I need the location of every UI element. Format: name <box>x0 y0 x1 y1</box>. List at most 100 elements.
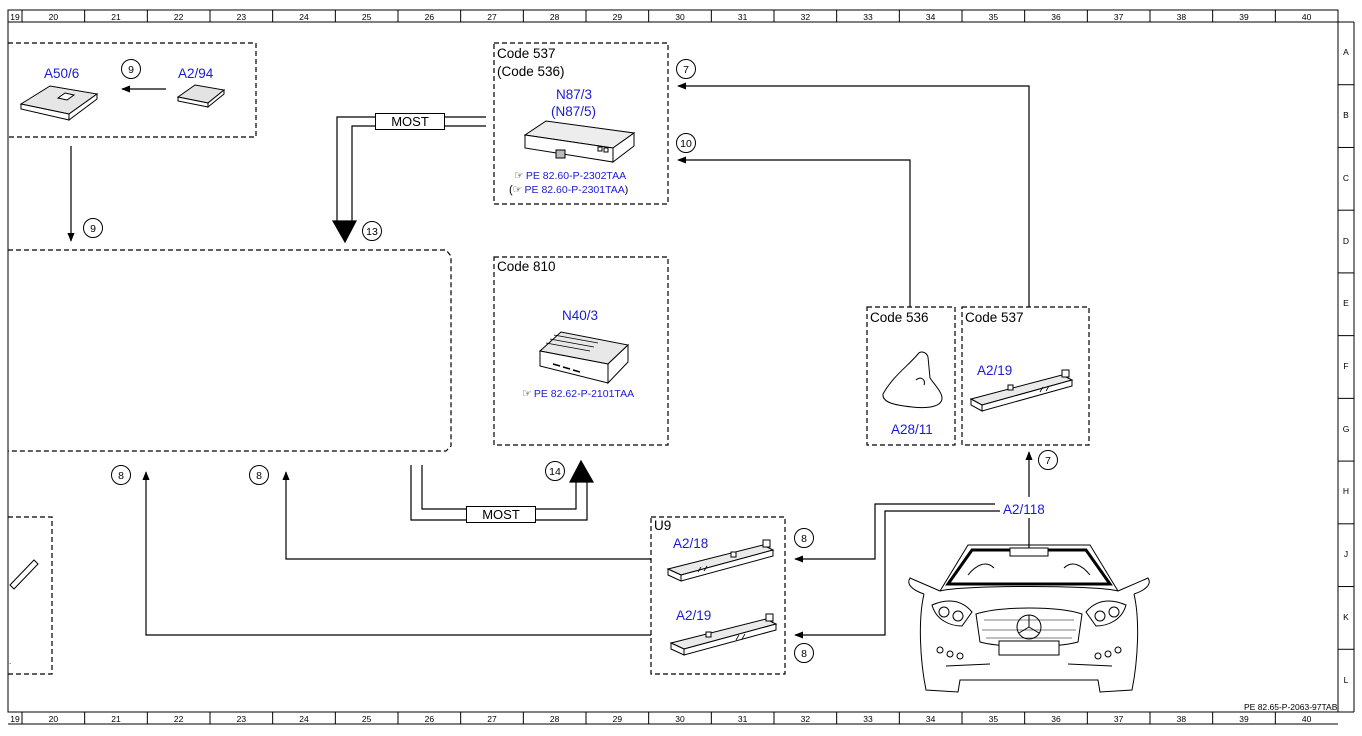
column-number: 38 <box>1176 714 1187 724</box>
column-number: 24 <box>299 714 309 724</box>
control-unit-icon <box>19 85 99 121</box>
antenna-amplifier-icon <box>666 539 775 582</box>
box-bottom-left <box>8 516 53 675</box>
callout-8: 8 <box>249 465 269 485</box>
column-number: 36 <box>1051 714 1061 724</box>
column-number: 32 <box>800 12 811 22</box>
row-letter: H <box>1342 486 1350 497</box>
frame <box>7 9 1355 725</box>
column-ticks <box>21 10 1276 724</box>
line-a2118-to-u9-a219 <box>794 510 1000 639</box>
column-number: 32 <box>800 714 811 724</box>
line-a2118-to-a218 <box>794 503 995 563</box>
line-u9-a219-out <box>142 471 651 636</box>
row-letter: G <box>1342 423 1350 434</box>
document-reference: PE 82.65-P-2063-97TAB <box>1244 702 1338 712</box>
column-number: 40 <box>1301 12 1312 22</box>
column-number: 39 <box>1239 714 1249 724</box>
most-bus-top <box>331 116 486 244</box>
callout-8: 8 <box>794 643 814 663</box>
row-letter: A <box>1343 47 1349 58</box>
car-front-icon <box>908 544 1150 693</box>
row-letter: C <box>1342 172 1350 183</box>
column-number: 38 <box>1176 12 1187 22</box>
fin-antenna-icon <box>882 351 943 409</box>
row-ticks <box>1338 84 1354 650</box>
connections <box>67 82 1033 639</box>
column-number: 29 <box>612 714 623 724</box>
code-536-title: Code 536 <box>870 310 929 325</box>
column-number: 22 <box>173 12 184 22</box>
reference-link[interactable]: (☞PE 82.60-P-2301TAA) <box>509 184 629 196</box>
column-number: 21 <box>111 12 121 22</box>
card-icon <box>176 84 226 109</box>
column-number: 34 <box>925 12 936 22</box>
code-537-right-title: Code 537 <box>965 310 1024 325</box>
line-a219-to-n873 <box>677 82 1030 307</box>
pointing-hand-icon: (☞ <box>509 184 523 196</box>
control-unit-icon <box>523 120 636 164</box>
reference-link[interactable]: ☞PE 82.62-P-2101TAA <box>522 388 635 400</box>
most-bus-label: MOST <box>375 113 445 130</box>
row-letter: E <box>1343 298 1349 309</box>
callout-9: 9 <box>121 59 141 79</box>
row-letter: J <box>1343 549 1349 560</box>
n40-3-label: N40/3 <box>562 308 599 323</box>
column-number: 19 <box>10 714 20 724</box>
column-number: 29 <box>612 12 623 22</box>
box-code537-right <box>961 306 1090 446</box>
column-number: 37 <box>1113 714 1124 724</box>
box-top-left <box>8 42 257 138</box>
column-number: 20 <box>48 714 59 724</box>
pointing-hand-icon: ☞ <box>522 388 532 400</box>
a50-6-label: A50/6 <box>44 66 80 81</box>
n87-3-label: N87/3 <box>556 87 593 102</box>
antenna-amplifier-icon <box>969 369 1074 412</box>
column-number: 23 <box>236 12 247 22</box>
column-number: 31 <box>737 12 748 22</box>
column-number: 30 <box>675 12 685 22</box>
dashed-boxes <box>8 42 1090 675</box>
column-number: 35 <box>988 714 999 724</box>
reference-link[interactable]: ☞PE 82.60-P-2302TAA <box>514 170 627 182</box>
pointing-hand-icon: ☞ <box>514 170 524 182</box>
row-letter: F <box>1343 361 1349 371</box>
callout-8: 8 <box>794 528 814 548</box>
most-bus-label: MOST <box>466 506 536 523</box>
u9-a2-19-label: A2/19 <box>676 608 712 623</box>
column-number: 20 <box>48 12 59 22</box>
column-number: 27 <box>487 12 497 22</box>
column-number: 30 <box>675 714 685 724</box>
column-number: 33 <box>863 12 873 22</box>
callout-14: 14 <box>545 461 565 481</box>
column-number: 40 <box>1301 714 1312 724</box>
code-810-title: Code 810 <box>497 259 556 274</box>
column-number: 31 <box>737 714 748 724</box>
column-number: 33 <box>863 714 873 724</box>
column-number: 22 <box>173 714 184 724</box>
column-number: 21 <box>111 714 121 724</box>
row-letter: B <box>1343 110 1349 121</box>
column-number: 26 <box>424 714 435 724</box>
column-number: 35 <box>988 12 999 22</box>
column-number: 24 <box>299 12 309 22</box>
column-number: 23 <box>236 714 247 724</box>
box-main-large <box>8 249 452 452</box>
column-number: 28 <box>549 12 560 22</box>
box-code810 <box>493 256 669 446</box>
column-number: 39 <box>1239 12 1249 22</box>
column-number: 19 <box>10 12 20 22</box>
code-536-subtitle: (Code 536) <box>497 64 565 79</box>
partial-label: . <box>9 657 11 666</box>
row-letter: L <box>1343 674 1349 685</box>
u9-title: U9 <box>654 518 672 533</box>
a2-19-label: A2/19 <box>977 363 1013 378</box>
callout-7: 7 <box>1038 450 1058 470</box>
a28-11-label: A28/11 <box>891 422 933 437</box>
column-number: 37 <box>1113 12 1124 22</box>
n87-5-label: (N87/5) <box>551 104 597 119</box>
line-u9-a218-out <box>282 471 651 560</box>
callout-7: 7 <box>676 59 696 79</box>
antenna-amplifier-icon <box>669 613 778 656</box>
column-number: 25 <box>361 714 372 724</box>
